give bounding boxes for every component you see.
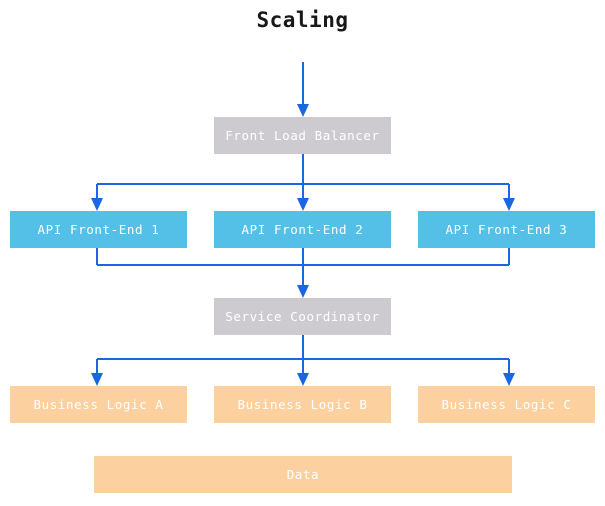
- node-business-logic-c[interactable]: Business Logic C: [418, 386, 595, 423]
- node-business-logic-b[interactable]: Business Logic B: [214, 386, 391, 423]
- node-api-front-end-3-rect[interactable]: [418, 211, 595, 248]
- node-front-load-balancer-rect[interactable]: [214, 117, 391, 154]
- node-api-front-end-3-label: API Front-End 3: [446, 222, 568, 237]
- node-business-logic-b-label: Business Logic B: [237, 397, 367, 412]
- node-api-front-end-2[interactable]: API Front-End 2: [214, 211, 391, 248]
- node-api-front-end-1[interactable]: API Front-End 1: [10, 211, 187, 248]
- node-front-load-balancer-label: Front Load Balancer: [225, 128, 379, 143]
- node-service-coordinator-label: Service Coordinator: [225, 309, 379, 324]
- node-api-front-end-1-label: API Front-End 1: [38, 222, 160, 237]
- node-service-coordinator-rect[interactable]: [214, 298, 391, 335]
- node-business-logic-c-label: Business Logic C: [441, 397, 571, 412]
- edge-balancer-fanout: [91, 154, 515, 211]
- edge-entry-to-balancer: [297, 62, 309, 117]
- node-business-logic-a-label: Business Logic A: [33, 397, 163, 412]
- edge-group: [91, 62, 515, 386]
- node-service-coordinator[interactable]: Service Coordinator: [214, 298, 391, 335]
- edge-api-merge: [96, 248, 510, 298]
- node-api-front-end-1-rect[interactable]: [10, 211, 187, 248]
- node-api-front-end-3[interactable]: API Front-End 3: [418, 211, 595, 248]
- node-data-rect[interactable]: [94, 456, 512, 493]
- diagram-title: Scaling: [256, 8, 349, 32]
- node-business-logic-a[interactable]: Business Logic A: [10, 386, 187, 423]
- node-api-front-end-2-label: API Front-End 2: [242, 222, 364, 237]
- node-front-load-balancer[interactable]: Front Load Balancer: [214, 117, 391, 154]
- node-group: Front Load Balancer API Front-End 1 API …: [10, 117, 595, 493]
- node-business-logic-b-rect[interactable]: [214, 386, 391, 423]
- node-business-logic-c-rect[interactable]: [418, 386, 595, 423]
- edge-coordinator-fanout: [91, 335, 515, 386]
- node-data-label: Data: [287, 467, 320, 482]
- node-data[interactable]: Data: [94, 456, 512, 493]
- node-business-logic-a-rect[interactable]: [10, 386, 187, 423]
- node-api-front-end-2-rect[interactable]: [214, 211, 391, 248]
